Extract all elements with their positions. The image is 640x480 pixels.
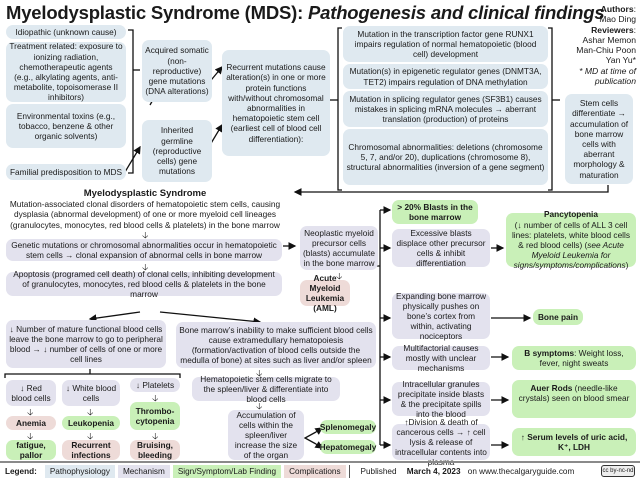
b-symptoms-text: : Weight loss, fever, night sweats	[539, 348, 624, 369]
acute-myeloid-leukemia: Acute Myeloid Leukemia (AML)	[300, 273, 350, 313]
b-symptoms-label: B symptoms	[524, 348, 575, 358]
pancytopenia-end: )	[625, 260, 629, 271]
down-arrow-icon: 🡣	[142, 262, 149, 272]
pancytopenia-note: see Acute Myeloid Leukemia for signs/sym…	[513, 240, 626, 271]
authors-block: Authors: Mao Ding Reviewers: Ashar Memon…	[546, 4, 636, 86]
bruising-bleeding: Bruising, bleeding	[130, 440, 180, 460]
authors-label: Authors	[600, 4, 634, 14]
recurrent-infections: Recurrent infections	[62, 440, 120, 460]
published-url[interactable]: on www.thecalgaryguide.com	[465, 467, 575, 476]
pancytopenia-title: Pancytopenia	[544, 209, 598, 220]
cause-idiopathic: Idiopathic (unknown cause)	[6, 25, 126, 39]
auer-rods-text: (needle-like crystals) seen on blood sme…	[518, 383, 630, 404]
published-prefix: Published	[360, 467, 399, 476]
blasts-over-20-percent: > 20% Blasts in the bone marrow	[392, 200, 478, 224]
division-death-cancer-cells: ↑Division & death of cancerous cells → ↑…	[392, 417, 490, 467]
author-name: Mao Ding	[599, 14, 636, 25]
bone-pain: Bone pain	[533, 309, 583, 325]
legend-sign-symptom: Sign/Symptom/Lab Finding	[172, 465, 282, 478]
down-arrow-icon: 🡣	[87, 407, 94, 417]
published-date: March 4, 2023	[406, 467, 461, 476]
creative-commons-license-icon: cc by-nc-nd	[601, 465, 635, 477]
hepatomegaly: Hepatomegaly	[320, 440, 376, 454]
down-arrow-icon: 🡣	[152, 431, 159, 441]
recurrent-mutations: Recurrent mutations cause alteration(s) …	[222, 50, 330, 156]
down-arrow-icon: 🡣	[87, 431, 94, 441]
legend-mechanism: Mechanism	[117, 465, 170, 478]
expanding-bone-marrow: Expanding bone marrow physically pushes …	[392, 291, 490, 341]
thrombocytopenia: Thrombo-cytopenia	[130, 402, 180, 430]
legend: Legend: Pathophysiology Mechanism Sign/S…	[0, 461, 640, 480]
cause-environmental-toxins: Environmental toxins (e.g., tobacco, ben…	[6, 104, 126, 148]
legend-label: Legend:	[5, 467, 37, 476]
decrease-red-cells: ↓ Red blood cells	[6, 380, 56, 406]
down-arrow-icon: 🡣	[256, 401, 263, 411]
apoptosis: Apoptosis (programed cell death) of clon…	[6, 269, 282, 299]
down-arrow-icon: 🡣	[152, 393, 159, 403]
pancytopenia: Pancytopenia (↓ number of cells of ALL 3…	[506, 209, 636, 271]
down-arrow-icon: 🡣	[27, 431, 34, 441]
published-info: Published March 4, 2023 on www.thecalgar…	[348, 465, 588, 478]
organ-accumulation: Accumulation of cells within the spleen/…	[228, 410, 304, 460]
alteration-splicing: Mutation in splicing regulator genes (SF…	[343, 91, 548, 127]
mds-heading: Myelodysplastic Syndrome	[83, 188, 207, 199]
neoplastic-precursor-cells: Neoplastic myeloid precursor cells (blas…	[300, 226, 378, 270]
multifactorial-causes: Multifactorial causes mostly with unclea…	[392, 343, 490, 373]
title-main: Myelodysplastic Syndrome (MDS):	[6, 2, 308, 23]
excessive-blasts: Excessive blasts displace other precurso…	[392, 228, 490, 268]
down-arrow-icon: 🡣	[336, 271, 343, 281]
cause-familial: Familial predisposition to MDS	[6, 164, 126, 180]
reviewer-name: Ashar Memon	[582, 34, 637, 45]
pancytopenia-text: (↓ number of cells of ALL 3 cell lines: …	[511, 219, 631, 250]
reviewer-name: Man-Chiu Poon	[576, 45, 636, 56]
decrease-mature-cells: ↓ Number of mature functional blood cell…	[6, 320, 166, 368]
author-note: * MD at time of publication	[579, 65, 636, 87]
mds-definition: Mutation-associated clonal disorders of …	[9, 199, 281, 230]
inherited-mutations: Inherited germline (reproductive cells) …	[142, 120, 212, 182]
serum-levels: ↑ Serum levels of uric acid, K⁺, LDH	[512, 428, 636, 456]
extramedullary-hematopoiesis: Bone marrow’s inability to make sufficie…	[176, 322, 376, 368]
alteration-chromosomal: Chromosomal abnormalities: deletions (ch…	[343, 129, 548, 185]
down-arrow-icon: 🡣	[256, 368, 263, 378]
alteration-epigenetic: Mutation(s) in epigenetic regulator gene…	[343, 64, 548, 89]
decrease-platelets: ↓ Platelets	[130, 378, 180, 392]
genetic-mutations: Genetic mutations or chromosomal abnorma…	[6, 239, 282, 261]
title-subtitle: Pathogenesis and clinical findings	[308, 2, 605, 23]
leukopenia: Leukopenia	[62, 416, 120, 430]
page-title: Myelodysplastic Syndrome (MDS): Pathogen…	[6, 2, 605, 24]
reviewer-name: Yan Yu*	[605, 55, 636, 66]
anemia: Anemia	[6, 416, 56, 430]
stem-cells-differentiate: Stem cells differentiate → accumulation …	[565, 94, 633, 184]
down-arrow-icon: 🡣	[142, 230, 149, 240]
decrease-white-cells: ↓ White blood cells	[62, 380, 120, 406]
legend-pathophysiology: Pathophysiology	[44, 465, 115, 478]
intracellular-granules: Intracellular granules precipitate insid…	[392, 379, 490, 419]
auer-rods-label: Auer Rods	[530, 383, 573, 393]
cause-treatment-related: Treatment related: exposure to ionizing …	[6, 41, 126, 102]
alteration-runx1: Mutation in the transcription factor gen…	[343, 26, 548, 62]
legend-complications: Complications	[284, 465, 346, 478]
down-arrow-icon: 🡣	[27, 407, 34, 417]
fatigue-pallor: fatigue, pallor	[6, 440, 56, 460]
stem-cells-migrate: Hematopoietic stem cells migrate to the …	[192, 374, 340, 404]
acquired-mutations: Acquired somatic (non-reproductive) gene…	[142, 40, 212, 102]
splenomegaly: Splenomegaly	[320, 420, 376, 434]
reviewers-label: Reviewers	[591, 24, 634, 35]
auer-rods: Auer Rods (needle-like crystals) seen on…	[512, 380, 636, 418]
b-symptoms: B symptoms: Weight loss, fever, night sw…	[512, 346, 636, 370]
